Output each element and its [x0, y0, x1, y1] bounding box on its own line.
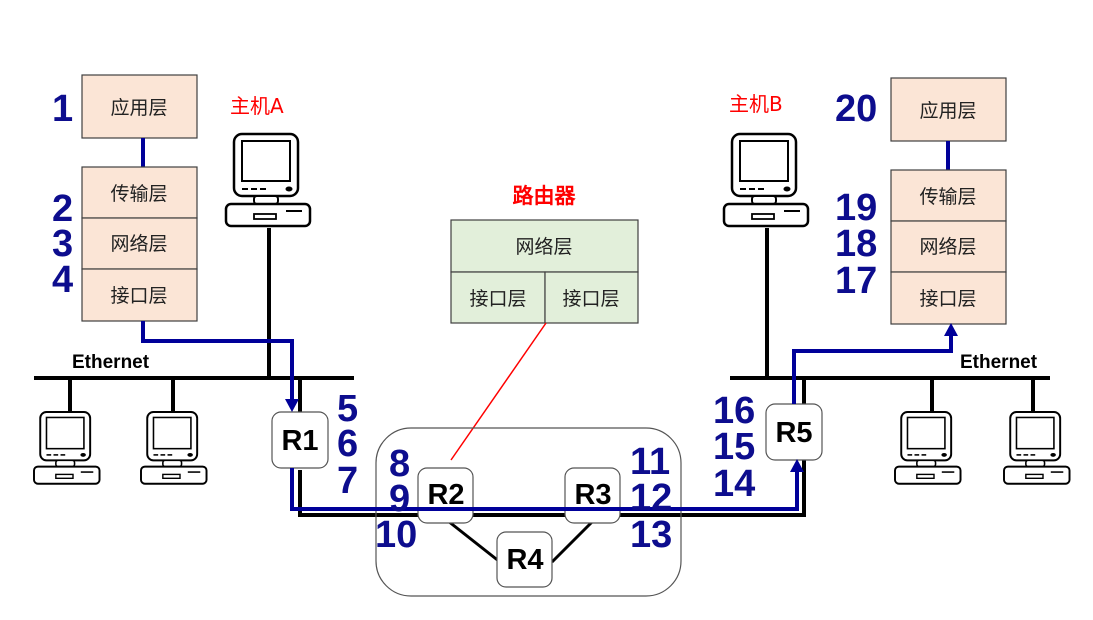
router-r4[interactable]: R4 — [496, 531, 553, 588]
step-number: 12 — [630, 477, 672, 519]
host-a-network-label: 网络层 — [110, 233, 167, 255]
host-a-application-label: 应用层 — [110, 97, 167, 119]
router-r1[interactable]: R1 — [271, 411, 329, 469]
host-a-stack: 应用层 传输层 网络层 接口层 — [81, 74, 198, 322]
router-r4-box — [496, 531, 553, 588]
router-r5-label: R5 — [775, 417, 812, 449]
router-network-layer — [450, 219, 639, 273]
step-number: 1 — [52, 88, 73, 130]
computer-icon[interactable] — [894, 411, 962, 485]
router-r1-label: R1 — [281, 425, 318, 457]
step-number: 5 — [337, 388, 358, 430]
host-b-network-layer — [890, 220, 1007, 273]
path-host-a-to-r1 — [141, 321, 294, 402]
computer-icon[interactable] — [722, 132, 810, 228]
step-number: 11 — [630, 441, 670, 483]
arrowhead-icon — [944, 323, 958, 336]
arrowhead-icon — [285, 399, 299, 412]
host-b-transport-layer — [890, 169, 1007, 222]
computer-icon[interactable] — [140, 411, 208, 485]
host-b-label: 主机B — [729, 92, 783, 116]
step-number: 10 — [375, 514, 417, 556]
host-a-label: 主机A — [230, 94, 284, 118]
host-a-transport-layer — [81, 166, 198, 219]
router-callout-line — [450, 322, 547, 461]
step-number: 4 — [52, 259, 73, 301]
r3-r4-link — [550, 519, 595, 564]
step-number: 8 — [389, 443, 410, 485]
r2-r4-link — [447, 519, 501, 564]
router-r2[interactable]: R2 — [417, 467, 474, 524]
left-ethernet-label: Ethernet — [72, 352, 150, 373]
step-number: 16 — [713, 390, 755, 432]
step-number: 19 — [835, 187, 877, 229]
step-number: 2 — [52, 188, 73, 230]
host-b-application-label: 应用层 — [919, 100, 976, 122]
computer-icon[interactable] — [224, 132, 312, 228]
step-number: 9 — [389, 478, 410, 520]
host-b-transport-label: 传输层 — [919, 186, 976, 208]
step-number: 20 — [835, 88, 877, 130]
router-interface-layer-left — [450, 271, 546, 324]
step-number: 3 — [52, 223, 73, 265]
host-a-transport-label: 传输层 — [110, 183, 167, 205]
step-number: 6 — [337, 423, 358, 465]
router-r1-box — [271, 411, 329, 469]
host-a-interface-label: 接口层 — [110, 285, 167, 307]
host-b-application-layer — [890, 77, 1007, 142]
router-interface-layer-right — [544, 271, 639, 324]
r1-r2-link — [298, 470, 432, 517]
step-number: 15 — [713, 426, 755, 468]
step-number: 13 — [630, 514, 672, 556]
router-stack: 网络层 接口层 接口层 — [450, 219, 639, 324]
host-a-application-layer — [81, 74, 198, 139]
router-r3-label: R3 — [574, 479, 611, 511]
host-b-stack: 应用层 传输层 网络层 接口层 — [890, 77, 1007, 325]
router-r3[interactable]: R3 — [564, 467, 621, 524]
host-b-interface-layer — [890, 271, 1007, 325]
path-r5-to-host-b — [792, 335, 953, 404]
router-network-label: 网络层 — [515, 236, 572, 258]
step-number: 17 — [835, 260, 877, 302]
host-b-interface-label: 接口层 — [919, 288, 976, 310]
arrowhead-icon — [790, 459, 804, 472]
router-r2-label: R2 — [427, 479, 464, 511]
router-r5[interactable]: R5 — [765, 403, 823, 461]
step-number: 18 — [835, 223, 877, 265]
r3-r5-link — [618, 460, 806, 517]
step-number: 14 — [713, 463, 755, 505]
router-stack-title: 路由器 — [513, 184, 577, 208]
computer-icon[interactable] — [33, 411, 101, 485]
path-r1-to-r5 — [290, 468, 799, 511]
right-ethernet-label: Ethernet — [960, 352, 1038, 373]
router-interface-label: 接口层 — [469, 288, 526, 310]
host-a-interface-layer — [81, 268, 198, 322]
router-r4-label: R4 — [506, 544, 543, 576]
step-number: 7 — [337, 460, 358, 502]
router-interface-label: 接口层 — [562, 288, 619, 310]
internet-cloud — [375, 427, 682, 597]
host-b-network-label: 网络层 — [919, 236, 976, 258]
computer-icon[interactable] — [1003, 411, 1071, 485]
